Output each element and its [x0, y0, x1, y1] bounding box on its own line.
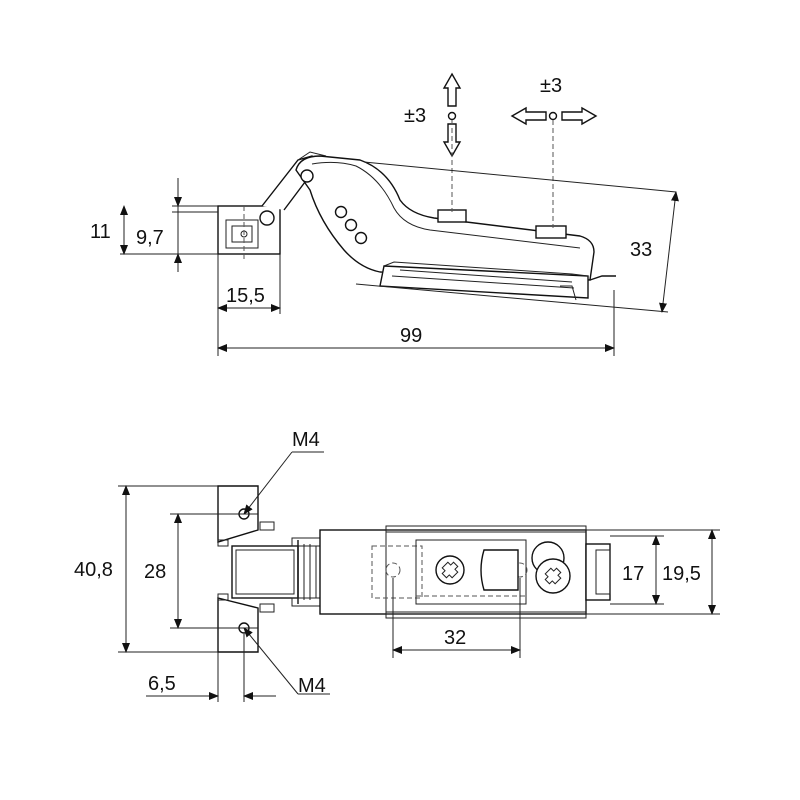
adjust-vertical-label: ±3: [404, 105, 426, 127]
dim-depth: 33: [355, 161, 679, 313]
thread-callout-bottom: M4: [243, 627, 330, 697]
cup-side: [217, 205, 281, 262]
adjust-horizontal-symbol: ±3: [510, 75, 598, 228]
thread-bottom-label: M4: [298, 675, 326, 697]
dim-arm-width-outer-label: 19,5: [662, 563, 701, 585]
dim-depth-label: 33: [630, 239, 652, 261]
dim-mount-spacing: 32: [392, 578, 521, 658]
dim-mount-spacing-label: 32: [444, 627, 466, 649]
screw-right: [531, 541, 571, 594]
link-block: [231, 521, 325, 613]
arm-body: [295, 155, 616, 301]
top-view: M4 M4 40,8 28 6,5: [74, 429, 720, 702]
dim-height-inner: 9,7: [136, 227, 164, 249]
dim-cup-width: 15,5: [217, 254, 281, 314]
dim-cup-width-label: 15,5: [226, 285, 265, 307]
dim-length-label: 99: [400, 325, 422, 347]
dim-height: 11 9,7: [90, 178, 218, 272]
dim-edge-offset-label: 6,5: [148, 673, 176, 695]
adjust-vertical-symbol: ±3: [404, 72, 462, 212]
adjust-horizontal-label: ±3: [540, 75, 562, 97]
cup-plate-top: [217, 485, 259, 547]
dim-edge-offset: 6,5: [146, 634, 276, 702]
dim-height-total: 11: [90, 221, 111, 243]
dim-plate-height-label: 40,8: [74, 559, 113, 581]
screw-left: [435, 555, 465, 585]
side-view: ±3 ±3 11 9,7 15,5: [90, 72, 679, 356]
thread-callout-top: M4: [243, 429, 324, 515]
dim-length: 99: [217, 290, 615, 356]
dim-arm-width-inner-label: 17: [622, 563, 644, 585]
dim-arm-width: 17 19,5: [586, 529, 720, 615]
cup-plate-bottom: [217, 593, 259, 653]
thread-top-label: M4: [292, 429, 320, 451]
dim-hole-spacing: 28: [144, 513, 238, 629]
dim-hole-spacing-label: 28: [144, 561, 166, 583]
dim-plate-height: 40,8: [74, 485, 218, 653]
